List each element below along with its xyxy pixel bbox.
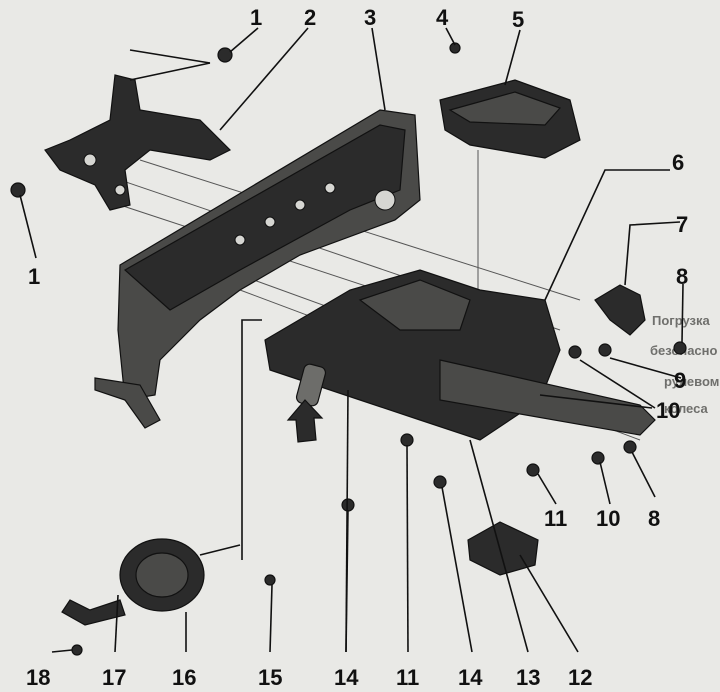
bolt-icon <box>400 433 414 447</box>
callout-number: 1 <box>250 5 262 30</box>
upper-bracket-part <box>44 74 232 211</box>
callout-number: 8 <box>648 506 660 531</box>
support-frame-part <box>94 109 421 429</box>
callout-number: 17 <box>102 665 126 690</box>
bolt-icon <box>591 451 605 465</box>
callout-number: 12 <box>568 665 592 690</box>
bolt-icon <box>10 182 26 198</box>
callout-number: 10 <box>656 398 680 423</box>
bolt-icon <box>449 42 461 54</box>
callout-number: 7 <box>676 212 688 237</box>
bolt-icon <box>341 498 355 512</box>
cover-block-part <box>439 79 581 159</box>
callout-number: 14 <box>334 665 359 690</box>
bolt-icon <box>568 345 582 359</box>
callout-number: 1 <box>28 264 40 289</box>
bolt-icon <box>598 343 612 357</box>
background-text-line: колеса <box>664 401 708 416</box>
callout-number: 11 <box>396 665 419 690</box>
bolt-icon <box>526 463 540 477</box>
wiring-coil-part <box>61 538 241 626</box>
callout-number: 13 <box>516 665 540 690</box>
bolt-icon <box>673 341 687 355</box>
leader-lines <box>19 27 684 653</box>
small-bracket-part <box>594 284 646 336</box>
bolt-icon <box>264 574 276 586</box>
callout-number: 4 <box>436 5 449 30</box>
callout-number: 2 <box>304 5 316 30</box>
callout-number: 5 <box>512 7 524 32</box>
steering-shaft-part <box>439 359 656 436</box>
callout-number: 9 <box>674 368 686 393</box>
background-text-line: Погрузка <box>652 313 710 328</box>
callout-number: 8 <box>676 264 688 289</box>
background-page-text: Погрузка безопасно рулевом колеса <box>650 313 719 416</box>
bolt-icon <box>71 644 83 656</box>
callout-number: 14 <box>458 665 483 690</box>
callout-number: 16 <box>172 665 196 690</box>
arrow-icon <box>286 399 324 443</box>
fastener-set <box>10 42 687 656</box>
callout-number: 15 <box>258 665 282 690</box>
bolt-icon <box>217 47 233 63</box>
connector-block-part <box>467 521 539 576</box>
callout-number: 11 <box>544 506 567 531</box>
callout-number: 10 <box>596 506 620 531</box>
callout-number: 18 <box>26 665 50 690</box>
callout-number: 6 <box>672 150 684 175</box>
bolt-icon <box>433 475 447 489</box>
callout-number: 3 <box>364 5 376 30</box>
callout-labels: 1 2 3 4 5 1 6 7 8 9 10 11 10 8 12 13 14 … <box>26 5 688 690</box>
bolt-icon <box>623 440 637 454</box>
